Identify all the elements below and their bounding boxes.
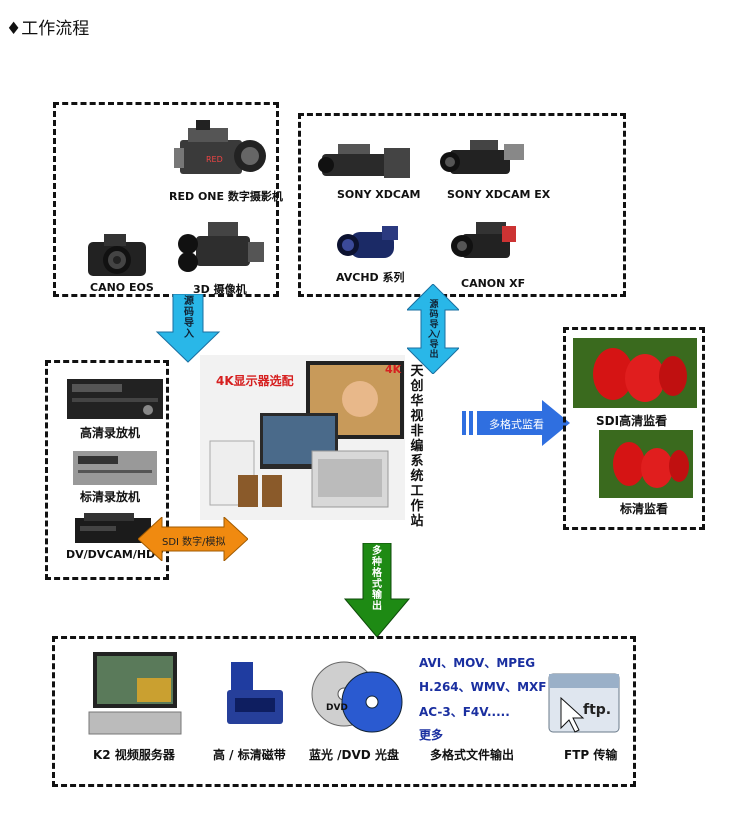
file-output-label: 多格式文件输出 bbox=[430, 748, 515, 762]
sony-xdcam-camera-icon bbox=[318, 144, 410, 178]
sony-xdcam-ex-camera-icon bbox=[440, 140, 524, 174]
red-one-label: RED ONE 数字摄影机 bbox=[169, 190, 283, 203]
format-line-1: AVI、MOV、MPEG bbox=[419, 656, 536, 670]
hd-deck-label: 高清录放机 bbox=[80, 426, 141, 440]
output-arrow bbox=[343, 543, 411, 638]
k2-server-icon bbox=[88, 652, 182, 735]
3d-camera-label: 3D 摄像机 bbox=[193, 283, 247, 296]
sd-deck-label: 标清录放机 bbox=[80, 490, 141, 504]
sony-xdcam-label: SONY XDCAM bbox=[337, 188, 421, 201]
canon-eos-label: CANO EOS bbox=[90, 281, 154, 294]
tape-label: 高 / 标清磁带 bbox=[213, 748, 286, 762]
disc-icon: DVD bbox=[311, 661, 403, 733]
cinema-camera-group bbox=[53, 102, 279, 297]
ftp-icon: ftp. bbox=[548, 673, 620, 733]
avchd-label: AVCHD 系列 bbox=[336, 271, 405, 284]
format-line-3: AC-3、F4V..... bbox=[419, 705, 510, 719]
sdi-arrow-label: SDI 数字/模拟 bbox=[162, 537, 226, 548]
sdi-arrow bbox=[138, 517, 248, 561]
import-arrow bbox=[155, 294, 221, 363]
page-title: ♦工作流程 bbox=[6, 19, 90, 39]
4k-badge: 4K显示器选配 bbox=[216, 374, 294, 388]
pro-camcorder-group bbox=[298, 113, 626, 297]
dv-deck-label: DV/DVCAM/HDV bbox=[66, 548, 164, 561]
tape-icon bbox=[227, 662, 283, 724]
monitor-group bbox=[563, 327, 705, 530]
svg-text:RED: RED bbox=[206, 155, 223, 164]
sd-monitor-image bbox=[599, 430, 693, 498]
hd-deck-icon bbox=[67, 379, 163, 419]
format-line-4: 更多 bbox=[419, 728, 444, 742]
hd-monitor-image bbox=[573, 338, 697, 408]
sd-deck-icon bbox=[73, 451, 157, 485]
sd-monitor-label: 标清监看 bbox=[620, 502, 669, 516]
monitor-arrow-label: 多格式监看 bbox=[489, 418, 544, 431]
sony-xdcam-ex-label: SONY XDCAM EX bbox=[447, 188, 551, 201]
output-group bbox=[52, 636, 636, 787]
workstation-illustration bbox=[209, 361, 404, 508]
monitor-arrow bbox=[462, 400, 570, 446]
canon-eos-camera-icon bbox=[88, 234, 146, 276]
hd-monitor-label: SDI高清监看 bbox=[596, 414, 668, 428]
ftp-logo: ftp. bbox=[583, 702, 611, 718]
workstation-title: 天创华视非编系统工作站 bbox=[410, 364, 424, 529]
output-arrow-label: 多种格式输出 bbox=[372, 546, 382, 612]
canon-xf-label: CANON XF bbox=[461, 277, 526, 290]
disc-label: 蓝光 /DVD 光盘 bbox=[309, 748, 399, 762]
format-line-2: H.264、WMV、MXF bbox=[419, 680, 547, 694]
4k-badge-small: 4K bbox=[385, 363, 402, 376]
k2-server-label: K2 视频服务器 bbox=[93, 748, 175, 762]
red-one-camera-icon: RED bbox=[174, 120, 266, 174]
io-arrow bbox=[407, 284, 459, 374]
ftp-label: FTP 传输 bbox=[564, 748, 618, 762]
dvd-logo: DVD bbox=[326, 703, 348, 713]
io-arrow-label: 源码导入/导出 bbox=[427, 300, 441, 360]
avchd-camera-icon bbox=[337, 226, 398, 258]
import-arrow-label: 源码导入 bbox=[184, 296, 194, 340]
deck-group bbox=[45, 360, 169, 580]
3d-camera-icon bbox=[178, 222, 264, 272]
canon-xf-camera-icon bbox=[451, 222, 516, 258]
